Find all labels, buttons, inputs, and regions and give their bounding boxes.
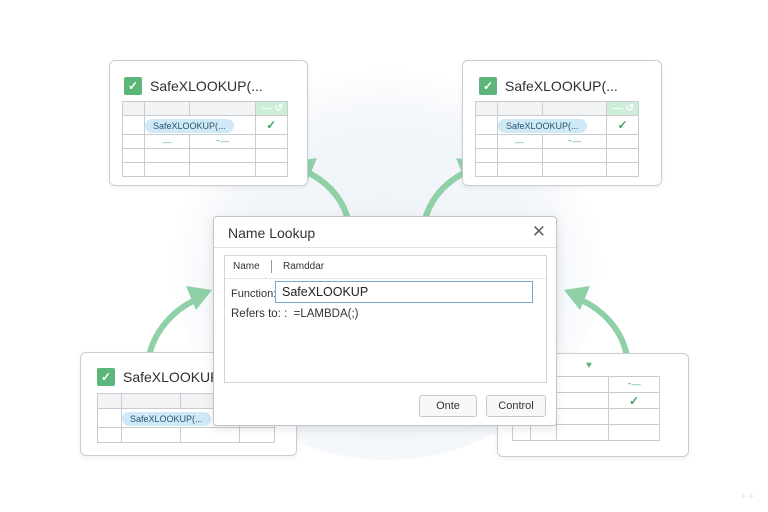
check-icon: ✓ — [97, 368, 115, 386]
card-title-row: ✓ SafeXLOOKUP(... — [479, 77, 618, 95]
card-title-row: ✓ SafeXLOOKUP(... — [124, 77, 263, 95]
card-bottom-left[interactable]: ✓ SafeXLOOKUP(... — ↺ SafeXLOOKUP(...✓ — [80, 352, 297, 456]
header-icons: — ↺ — [606, 101, 639, 116]
card-title-row: ✓ SafeXLOOKUP(... — [97, 368, 236, 386]
mini-spreadsheet: — ↺ SafeXLOOKUP(...✓ —⁃— — [122, 101, 289, 177]
column-header-other[interactable]: Ramddar — [283, 261, 325, 272]
card-title: SafeXLOOKUP(... — [150, 78, 263, 94]
function-label: Function: — [231, 288, 277, 300]
control-button[interactable]: Control — [486, 395, 546, 417]
formula-pill: SafeXLOOKUP(... — [498, 119, 587, 133]
formula-pill: SafeXLOOKUP(... — [122, 412, 211, 426]
refers-to-value[interactable]: : =LAMBDA(;) — [284, 308, 359, 320]
function-input[interactable] — [275, 281, 533, 303]
check-icon: ✓ — [608, 392, 660, 409]
close-icon[interactable]: ✕ — [531, 222, 546, 241]
card-title: SafeXLOOKUP(... — [505, 78, 618, 94]
dialog-panel: Name Ramddar Function: Refers to: : =LAM… — [224, 255, 547, 383]
watermark-dots: ⁘⁘ — [740, 492, 756, 501]
check-icon: ✓ — [479, 77, 497, 95]
check-icon: ✓ — [254, 115, 289, 135]
curved-arrow-icon-right — [564, 286, 629, 355]
check-icon: ✓ — [124, 77, 142, 95]
divider — [225, 278, 546, 279]
refers-to-row: Refers to: : =LAMBDA(;) — [231, 308, 359, 320]
name-lookup-dialog: Name Lookup ✕ Name Ramddar Function: Ref… — [213, 216, 557, 426]
formula-pill: SafeXLOOKUP(... — [145, 119, 234, 133]
column-divider — [271, 260, 272, 273]
refers-to-label: Refers to: — [231, 308, 281, 320]
curved-arrow-icon-left — [147, 286, 212, 355]
column-header-name[interactable]: Name — [233, 261, 260, 272]
card-top-right[interactable]: ✓ SafeXLOOKUP(... — ↺ SafeXLOOKUP(...✓ —… — [462, 60, 662, 186]
onte-button[interactable]: Onte — [419, 395, 477, 417]
header-icons: — ↺ — [254, 101, 289, 116]
dialog-title: Name Lookup — [228, 225, 316, 241]
mini-spreadsheet: — ↺ SafeXLOOKUP(...✓ —⁃— — [475, 101, 639, 177]
marker-icon: ♥ — [586, 360, 592, 371]
card-top-left[interactable]: ✓ SafeXLOOKUP(... — ↺ SafeXLOOKUP(...✓ —… — [109, 60, 308, 186]
divider — [214, 247, 556, 248]
check-icon: ✓ — [606, 115, 639, 135]
card-title: SafeXLOOKUP(... — [123, 369, 236, 385]
